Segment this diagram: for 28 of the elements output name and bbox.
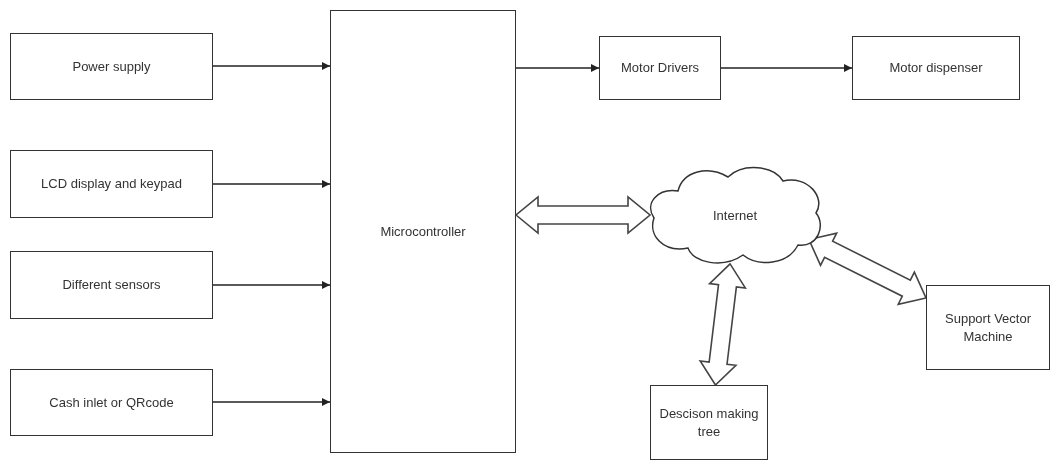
process-box — [599, 36, 721, 100]
node-label: Internet — [711, 206, 759, 225]
node-label: Cash inlet or QRcode — [48, 393, 175, 412]
process-box — [10, 251, 213, 319]
arrow — [212, 281, 331, 289]
node-label: Different sensors — [61, 276, 162, 294]
node-label: Support Vector Machine — [944, 309, 1032, 346]
process-box — [10, 150, 213, 218]
arrow — [212, 62, 331, 70]
process-box — [650, 385, 768, 460]
process-box — [10, 33, 213, 100]
node-label: Microcontroller — [379, 222, 467, 241]
node-label: Motor Drivers — [620, 59, 700, 77]
double-block-arrow — [514, 195, 652, 235]
process-box — [10, 369, 213, 436]
arrow — [515, 64, 600, 72]
process-box — [330, 10, 516, 453]
arrow — [720, 64, 853, 72]
process-box — [852, 36, 1020, 100]
double-block-arrow — [807, 232, 928, 306]
double-block-arrow — [698, 262, 747, 387]
process-box — [926, 285, 1050, 370]
node-label: LCD display and keypad — [40, 175, 183, 193]
node-label: Descison making tree — [658, 404, 760, 441]
node-label: Power supply — [71, 57, 152, 76]
arrow — [212, 180, 331, 188]
arrow — [212, 398, 331, 406]
node-label: Motor dispenser — [888, 59, 984, 77]
